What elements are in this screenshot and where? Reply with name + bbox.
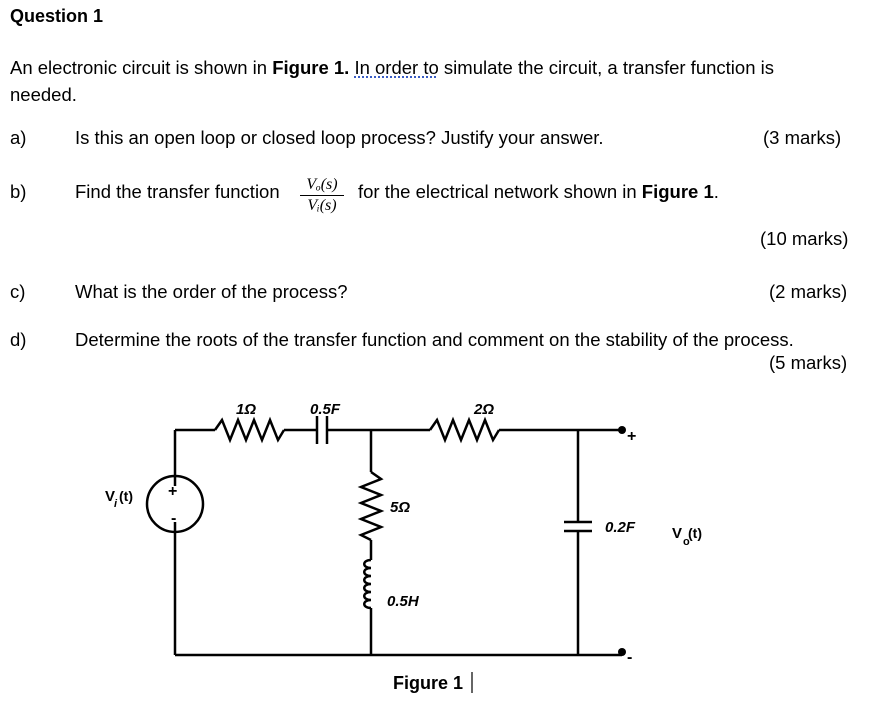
- output-terminal-positive: [618, 426, 626, 434]
- output-plus: +: [627, 428, 636, 445]
- voltage-source-symbol: [145, 474, 205, 534]
- question-a-marks: (3 marks): [763, 127, 842, 148]
- question-d-text: Determine the roots of the transfer func…: [75, 329, 794, 350]
- question-b-text-after-span: for the electrical network shown in: [358, 181, 642, 202]
- inductor-label: 0.5H: [387, 593, 420, 610]
- resistor-3-symbol: [428, 416, 501, 444]
- question-d-label: d): [10, 329, 27, 350]
- question-a-text: Is this an open loop or closed loop proc…: [75, 127, 604, 148]
- output-voltage-subscript: o: [683, 536, 690, 548]
- resistor-2-symbol: [357, 470, 385, 542]
- question-a-label: a): [10, 127, 27, 148]
- resistor-1-symbol: [213, 416, 286, 444]
- question-b-marks: (10 marks): [760, 228, 849, 249]
- input-voltage-arg: (t): [119, 488, 133, 504]
- capacitor-1-label: 0.5F: [310, 401, 341, 418]
- intro-line-2: needed.: [10, 84, 77, 105]
- source-plus: +: [168, 483, 177, 500]
- intro-underlined: In order to: [354, 57, 439, 78]
- output-minus: -: [627, 649, 632, 666]
- input-voltage-label: V: [105, 488, 115, 505]
- intro-text-1: An electronic circuit is shown in: [10, 57, 273, 78]
- figure-caption: Figure 1: [393, 673, 463, 693]
- question-c-label: c): [10, 281, 26, 302]
- question-c-marks: (2 marks): [769, 281, 848, 302]
- output-voltage-arg: (t): [688, 525, 702, 541]
- question-b-label: b): [10, 181, 27, 202]
- capacitor-2-label: 0.2F: [605, 519, 636, 536]
- resistor-2-label: 5Ω: [390, 499, 410, 516]
- question-b-period: .: [713, 181, 719, 202]
- question-d-marks: (5 marks): [769, 352, 848, 373]
- resistor-1-label: 1Ω: [236, 401, 256, 418]
- fraction-bar: [300, 195, 344, 196]
- fraction-numerator: Vₒ(s): [306, 176, 338, 193]
- intro-figure-ref: Figure 1.: [272, 57, 350, 78]
- intro-text-3: simulate the circuit, a transfer functio…: [438, 57, 774, 78]
- question-heading: Question 1: [10, 6, 104, 26]
- transfer-function-fraction: Vₒ(s) Vᵢ(s): [300, 176, 344, 215]
- inductor-symbol: [363, 558, 372, 610]
- question-c-text: What is the order of the process?: [75, 281, 348, 302]
- input-voltage-subscript: i: [114, 498, 118, 510]
- output-voltage-label: V: [672, 525, 682, 542]
- circuit-wires: [145, 416, 622, 657]
- question-b-figure-ref: Figure 1: [641, 181, 714, 202]
- output-terminal-negative: [618, 648, 626, 656]
- fraction-denominator: Vᵢ(s): [307, 197, 337, 214]
- resistor-3-label: 2Ω: [473, 401, 494, 418]
- source-minus: -: [171, 510, 176, 527]
- intro-line-1: An electronic circuit is shown in Figure…: [10, 57, 774, 79]
- question-b-text-after: for the electrical network shown in Figu…: [358, 181, 719, 203]
- question-b-text: Find the transfer function: [75, 181, 280, 202]
